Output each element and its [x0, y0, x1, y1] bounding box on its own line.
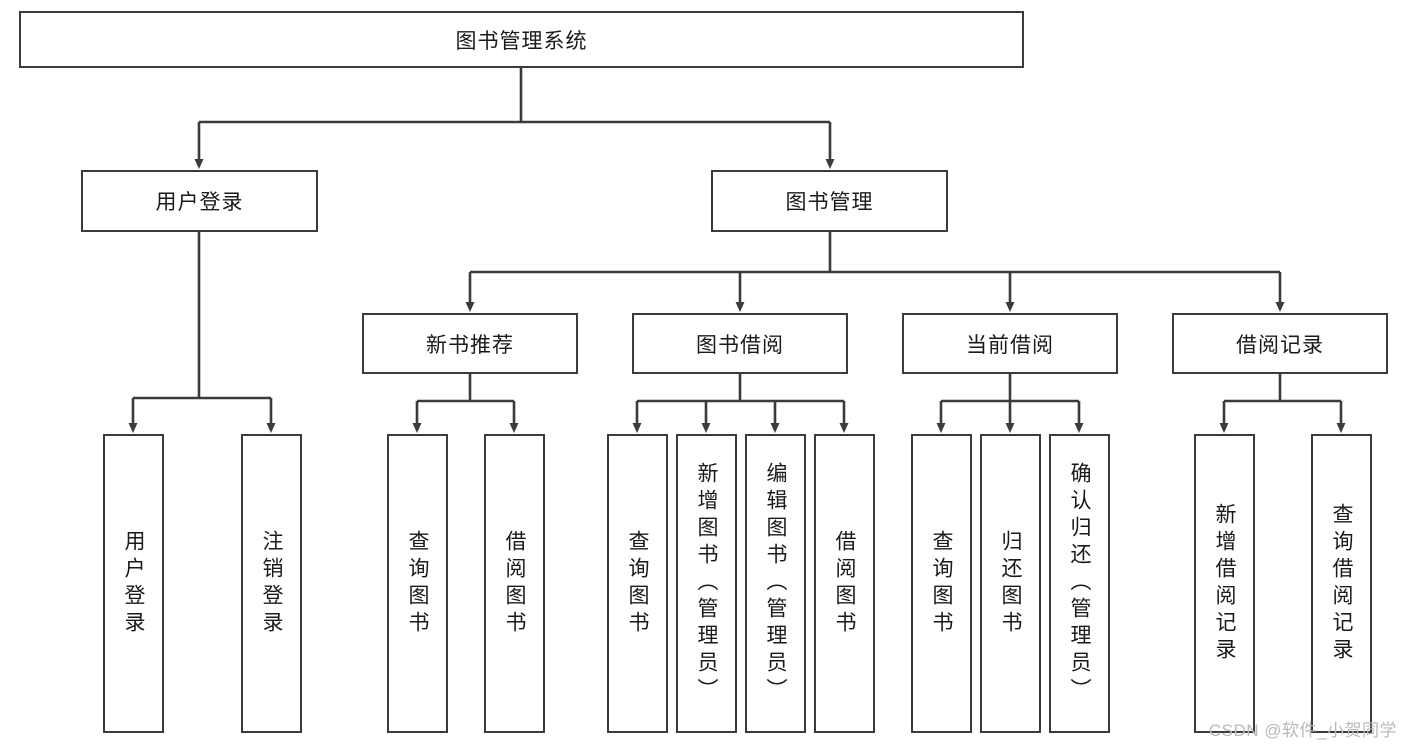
watermark-text: CSDN @软件_小贺同学 — [1208, 721, 1397, 740]
leaf-label: 查询图书 — [406, 529, 429, 638]
leaf-user-login-logout[interactable]: 注销登录 — [241, 434, 302, 733]
leaf-borrow-record-add[interactable]: 新增借阅记录 — [1194, 434, 1255, 733]
node-borrow-record[interactable]: 借阅记录 — [1172, 313, 1388, 374]
leaf-label: 编辑图书（管理员） — [764, 462, 787, 705]
leaf-label: 新增图书（管理员） — [695, 462, 718, 705]
node-current-borrow[interactable]: 当前借阅 — [902, 313, 1118, 374]
leaf-label: 查询借阅记录 — [1330, 502, 1353, 665]
node-root[interactable]: 图书管理系统 — [19, 11, 1024, 68]
leaf-label: 借阅图书 — [503, 529, 526, 638]
leaf-book-borrow-edit[interactable]: 编辑图书（管理员） — [745, 434, 806, 733]
leaf-book-borrow-borrow[interactable]: 借阅图书 — [814, 434, 875, 733]
node-new-book-recommend[interactable]: 新书推荐 — [362, 313, 578, 374]
leaf-new-book-query[interactable]: 查询图书 — [387, 434, 448, 733]
leaf-label: 查询图书 — [626, 529, 649, 638]
leaf-label: 用户登录 — [122, 529, 145, 638]
leaf-label: 确认归还（管理员） — [1068, 462, 1091, 705]
leaf-book-borrow-query[interactable]: 查询图书 — [607, 434, 668, 733]
node-book-management[interactable]: 图书管理 — [711, 170, 948, 232]
leaf-label: 查询图书 — [930, 529, 953, 638]
leaf-current-borrow-return[interactable]: 归还图书 — [980, 434, 1041, 733]
node-book-borrow[interactable]: 图书借阅 — [632, 313, 848, 374]
node-user-login[interactable]: 用户登录 — [81, 170, 318, 232]
leaf-new-book-borrow[interactable]: 借阅图书 — [484, 434, 545, 733]
leaf-label: 归还图书 — [999, 529, 1022, 638]
leaf-user-login-login[interactable]: 用户登录 — [103, 434, 164, 733]
leaf-borrow-record-query[interactable]: 查询借阅记录 — [1311, 434, 1372, 733]
leaf-label: 新增借阅记录 — [1213, 502, 1236, 665]
leaf-label: 借阅图书 — [833, 529, 856, 638]
leaf-label: 注销登录 — [260, 529, 283, 638]
leaf-current-borrow-query[interactable]: 查询图书 — [911, 434, 972, 733]
leaf-book-borrow-add[interactable]: 新增图书（管理员） — [676, 434, 737, 733]
leaf-current-borrow-confirm-return[interactable]: 确认归还（管理员） — [1049, 434, 1110, 733]
